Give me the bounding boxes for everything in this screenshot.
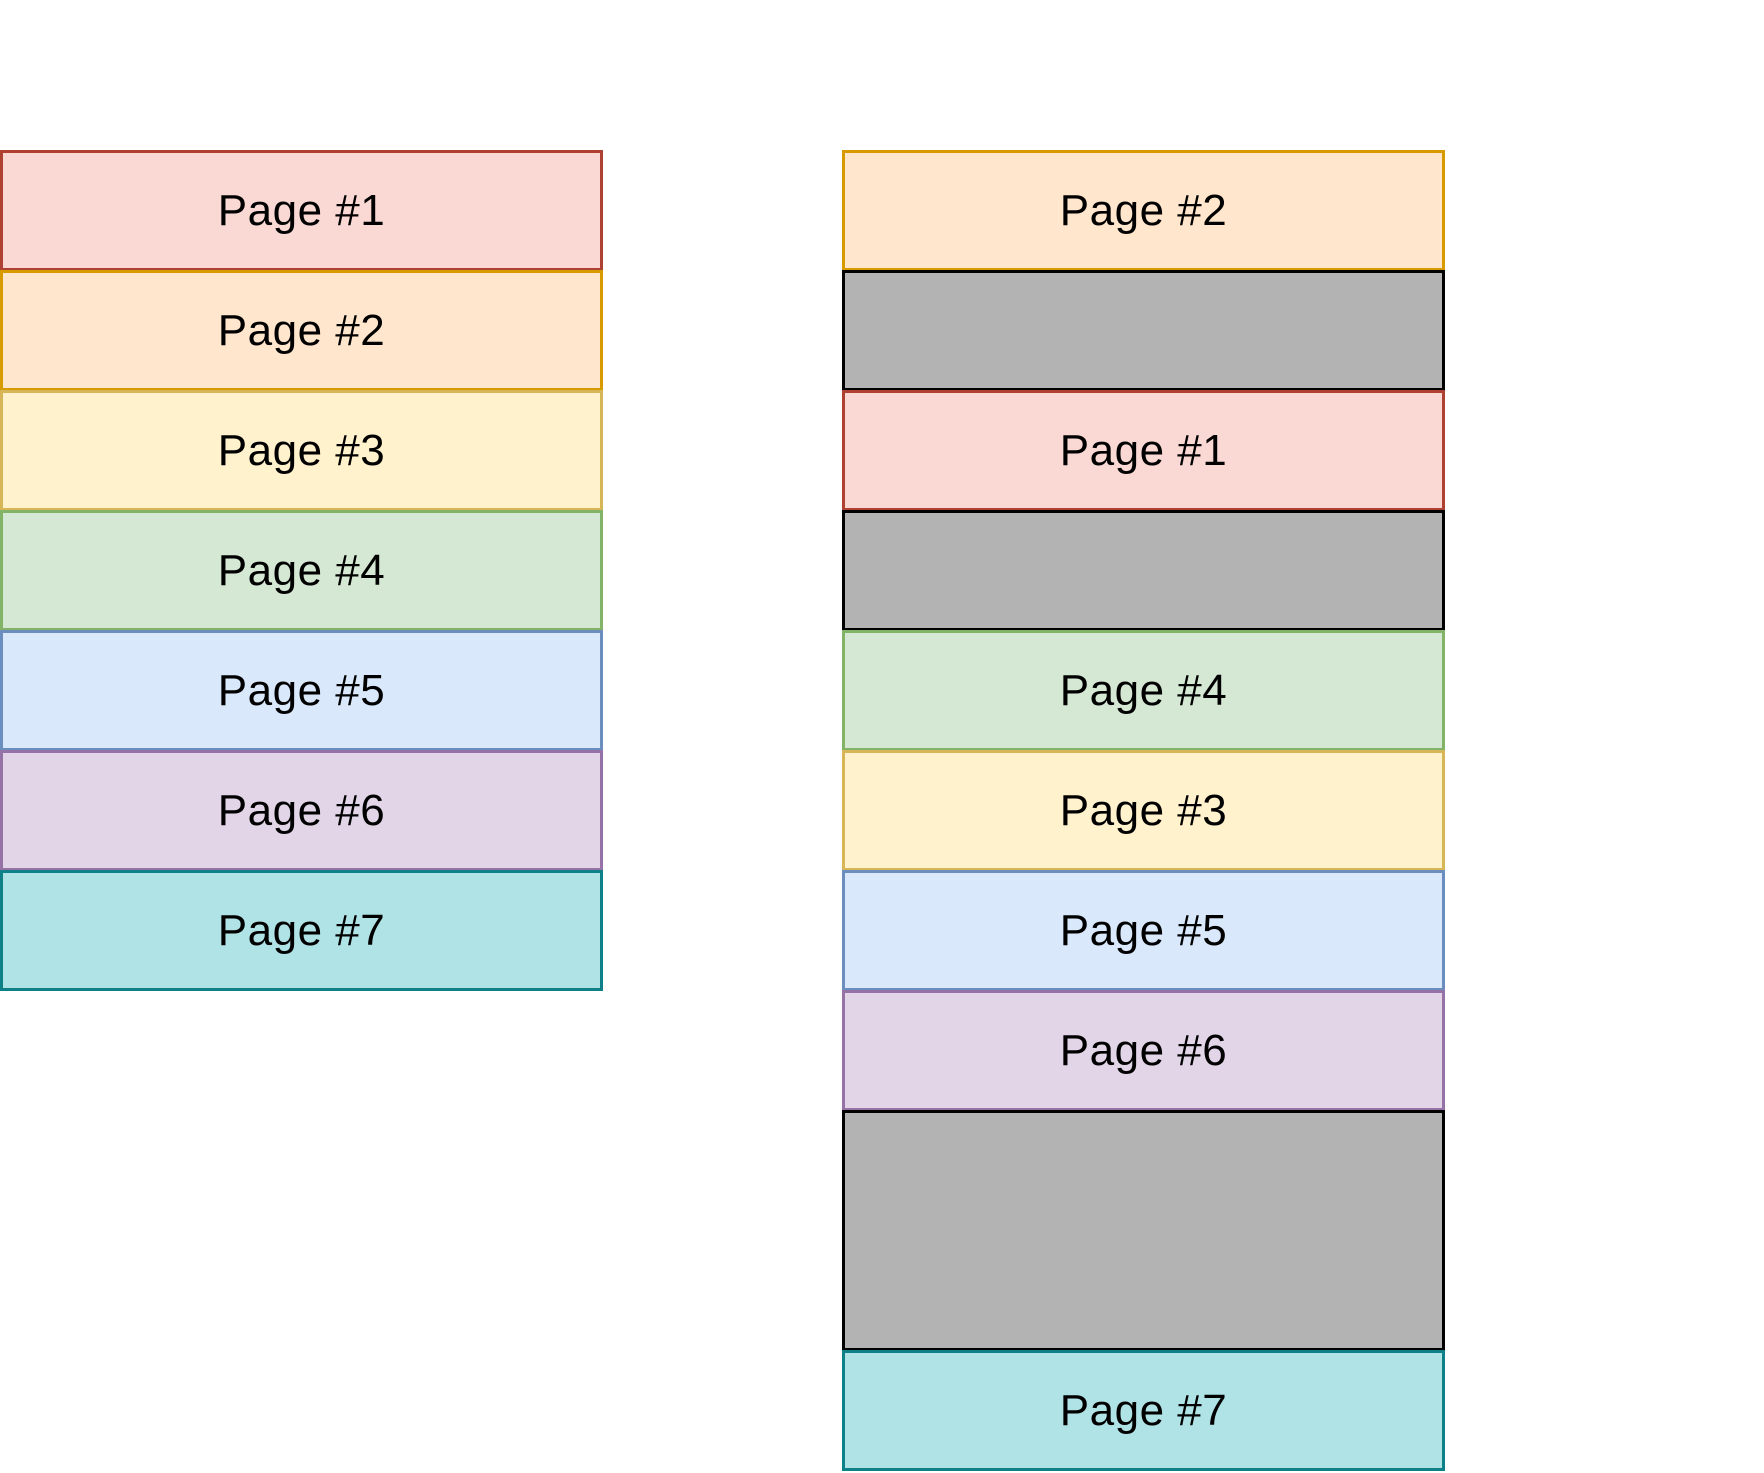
page-label: Page #4 xyxy=(217,545,386,595)
right-page-column: Page #2 Page #1 Page #4 Page #3 Page #5 Page … xyxy=(842,150,1445,1471)
left-page-block-5: Page #5 xyxy=(0,630,603,751)
right-page-block-7: Page #5 xyxy=(842,870,1445,991)
page-label: Page #4 xyxy=(1059,665,1228,715)
page-label: Page #1 xyxy=(217,185,386,235)
page-label: Page #7 xyxy=(217,905,386,955)
page-label: Page #5 xyxy=(217,665,386,715)
right-page-block-5: Page #4 xyxy=(842,630,1445,751)
page-label: Page #6 xyxy=(217,785,386,835)
left-page-block-6: Page #6 xyxy=(0,750,603,871)
right-page-block-8: Page #6 xyxy=(842,990,1445,1111)
page-label: Page #3 xyxy=(217,425,386,475)
page-label: Page #2 xyxy=(217,305,386,355)
right-page-block-1: Page #2 xyxy=(842,150,1445,271)
page-label: Page #5 xyxy=(1059,905,1228,955)
page-label: Page #7 xyxy=(1059,1385,1228,1435)
right-empty-slot-2 xyxy=(842,270,1445,391)
page-label: Page #6 xyxy=(1059,1025,1228,1075)
left-page-block-2: Page #2 xyxy=(0,270,603,391)
right-empty-slot-4 xyxy=(842,510,1445,631)
right-empty-slot-9 xyxy=(842,1110,1445,1351)
page-label: Page #3 xyxy=(1059,785,1228,835)
left-page-block-7: Page #7 xyxy=(0,870,603,991)
left-page-column: Page #1 Page #2 Page #3 Page #4 Page #5 Page … xyxy=(0,150,603,991)
left-page-block-3: Page #3 xyxy=(0,390,603,511)
page-label: Page #1 xyxy=(1059,425,1228,475)
left-page-block-1: Page #1 xyxy=(0,150,603,271)
page-label: Page #2 xyxy=(1059,185,1228,235)
right-page-block-6: Page #3 xyxy=(842,750,1445,871)
left-page-block-4: Page #4 xyxy=(0,510,603,631)
right-page-block-10: Page #7 xyxy=(842,1350,1445,1471)
right-page-block-3: Page #1 xyxy=(842,390,1445,511)
